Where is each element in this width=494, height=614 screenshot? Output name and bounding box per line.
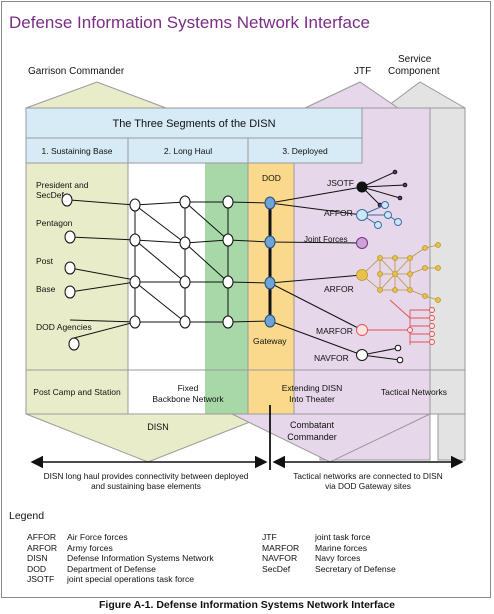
affor-cluster bbox=[356, 201, 402, 229]
node-pentagon bbox=[64, 230, 76, 244]
tactical-label: Tactical Networks bbox=[381, 387, 447, 397]
legend-heading: Legend bbox=[9, 510, 45, 522]
service-label-2: Component bbox=[388, 66, 440, 77]
jtf-label: JTF bbox=[354, 66, 371, 77]
site-base-label: Base bbox=[36, 284, 56, 294]
force-jsotf-label: JSOTF bbox=[327, 178, 354, 188]
combatant-commander-arrow-shape bbox=[231, 413, 431, 463]
dod-label: DOD bbox=[262, 173, 281, 183]
note-left-2: and sustaining base elements bbox=[91, 481, 201, 491]
service-area bbox=[429, 107, 466, 415]
garrison-commander-label: Garrison Commander bbox=[28, 66, 125, 77]
note-right-1: Tactical networks are connected to DISN bbox=[293, 471, 442, 481]
backbone-nodes bbox=[129, 195, 234, 329]
jsotf-cluster bbox=[356, 169, 408, 208]
combatant-label-1: Combatant bbox=[290, 420, 335, 430]
gateway-label: Gateway bbox=[253, 336, 287, 346]
post-camp-label: Post Camp and Station bbox=[33, 387, 121, 397]
force-affor-label: AFFOR bbox=[324, 208, 353, 218]
fixed-label-2: Backbone Network bbox=[152, 394, 224, 404]
site-post-label: Post bbox=[36, 256, 54, 266]
site-dod-agencies-label: DOD Agencies bbox=[36, 322, 92, 332]
combatant-label-2: Commander bbox=[287, 432, 337, 442]
figure-frame bbox=[1, 1, 491, 598]
segments-header-row bbox=[25, 137, 363, 164]
fixed-label-1: Fixed bbox=[178, 383, 199, 393]
segment-3-label: 3. Deployed bbox=[282, 146, 328, 156]
site-president-label: President and bbox=[36, 180, 89, 190]
segment-2-label: 2. Long Haul bbox=[164, 146, 212, 156]
site-secdef-label: SecDef bbox=[36, 190, 65, 200]
note-left-1: DISN long haul provides connectivity bet… bbox=[44, 471, 249, 481]
node-president bbox=[61, 193, 73, 207]
segments-title-bar bbox=[25, 107, 363, 139]
disn-arrow-label: DISN bbox=[147, 422, 169, 432]
force-joint-label: Joint Forces bbox=[304, 235, 348, 244]
segments-title: The Three Segments of the DISN bbox=[112, 118, 275, 130]
node-dod-agencies bbox=[68, 337, 80, 351]
force-navfor-label: NAVFOR bbox=[314, 353, 349, 363]
service-label-1: Service bbox=[398, 54, 432, 65]
navfor-cluster bbox=[356, 344, 404, 364]
arfor-cluster bbox=[356, 242, 441, 303]
garrison-commander-shape bbox=[25, 81, 167, 109]
gateway-nodes bbox=[264, 196, 276, 328]
node-post bbox=[64, 261, 76, 275]
disn-arrow-shape bbox=[25, 413, 271, 463]
force-arfor-label: ARFOR bbox=[324, 284, 354, 294]
figure-caption: Figure A-1. Defense Information Systems … bbox=[98, 599, 396, 611]
note-right-2: via DOD Gateway sites bbox=[325, 481, 411, 491]
site-nodes bbox=[61, 193, 80, 351]
site-pentagon-label: Pentagon bbox=[36, 218, 73, 228]
figure-title: Defense Information Systems Network Inte… bbox=[9, 13, 370, 32]
extending-label-1: Extending DISN bbox=[282, 383, 342, 393]
segment-1-label: 1. Sustaining Base bbox=[42, 146, 113, 156]
network-links bbox=[69, 186, 363, 356]
node-base bbox=[64, 285, 76, 299]
joint-forces-node bbox=[356, 237, 368, 249]
marfor-cluster bbox=[356, 299, 435, 345]
extending-label-2: Into Theater bbox=[289, 394, 335, 404]
force-marfor-label: MARFOR bbox=[316, 326, 353, 336]
